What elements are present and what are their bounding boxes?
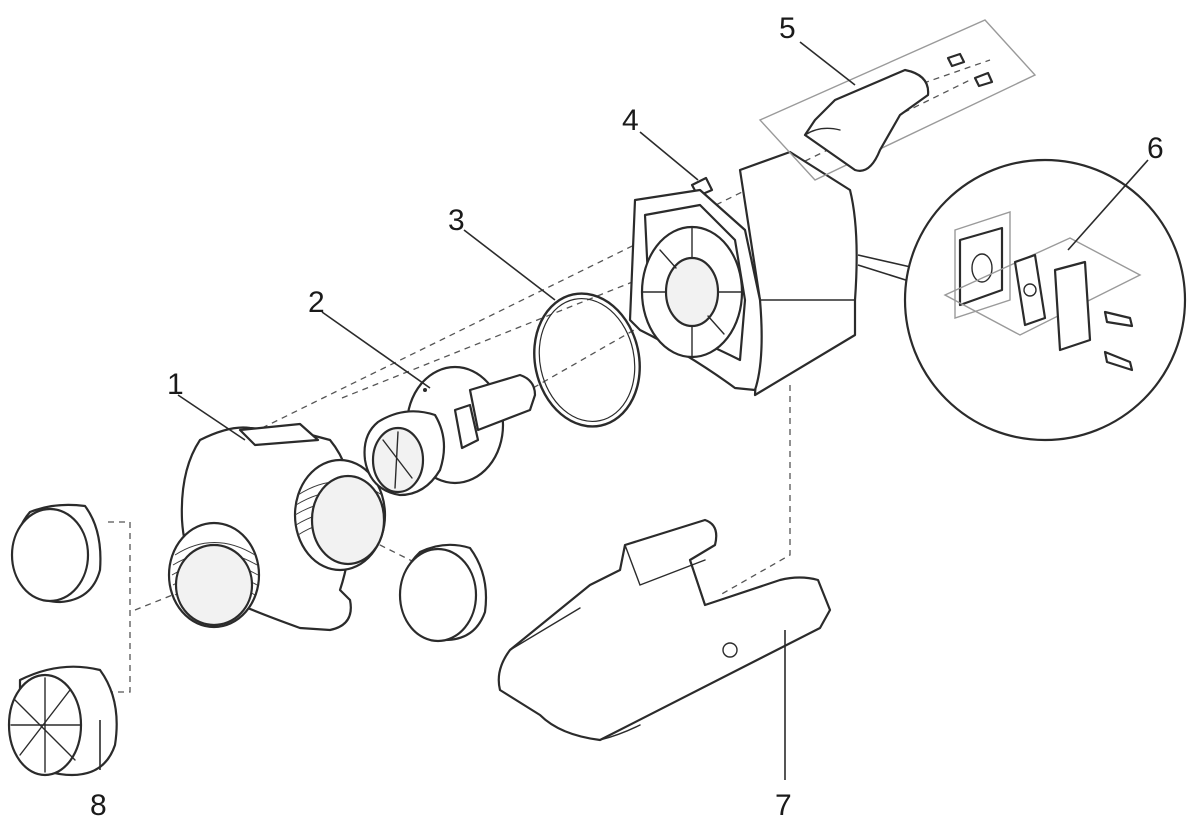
detail-circle [903,158,1187,442]
callout-3: 3 [448,204,465,237]
part-5-handle [758,19,1037,181]
callout-6: 6 [1147,132,1164,165]
axis-line-foot [719,385,791,596]
leader-3 [463,229,556,301]
axis-line-lower [389,317,656,471]
leader-5 [799,41,856,86]
callout-5: 5 [779,12,796,45]
cap-right [398,543,488,643]
leader-lines [99,41,1149,780]
callout-2: 2 [308,286,325,319]
leader-2 [321,311,431,389]
callout-8: 8 [90,789,107,822]
axis-line-caps-left [108,521,131,693]
callout-1: 1 [167,368,184,401]
leader-1 [177,394,246,441]
leader-6 [1067,159,1149,251]
callout-4: 4 [622,104,639,137]
cap-upper-left [10,503,102,604]
part-1-pump-housing [167,422,387,632]
handle-detail-frame [758,19,1037,181]
callout-7: 7 [775,789,792,822]
part-8-caps [7,503,488,777]
part-7-base-foot [497,518,832,742]
callout-numbers: 1 2 3 4 5 6 7 8 [90,12,1164,822]
part-3-o-ring [533,292,641,428]
cap-lower-left-grid [7,665,118,777]
leader-4 [639,131,699,181]
motor-block [628,150,916,397]
part-2-impeller [363,365,537,497]
part-6-connector-detail [903,158,1187,442]
